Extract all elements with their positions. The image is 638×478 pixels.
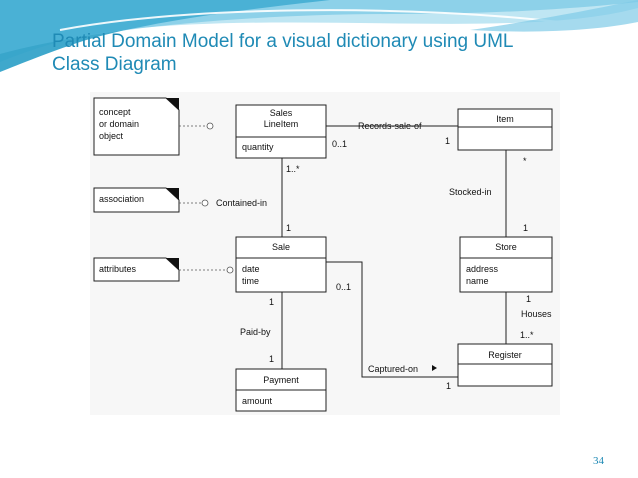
- class-sales-line-item: Sales LineItem quantity: [235, 104, 327, 159]
- class-payment-name: Payment: [263, 375, 299, 385]
- assoc-captured-on-label: Captured-on: [368, 364, 418, 374]
- assoc-contained-in-label: Contained-in: [216, 198, 267, 208]
- slide-number: 34: [593, 455, 604, 467]
- note-attributes-text: attributes: [99, 264, 137, 274]
- note-concept-line-2: or domain: [99, 119, 139, 129]
- class-sale-attr-time: time: [242, 276, 259, 286]
- assoc-paid-by-to-mult: 1: [269, 354, 274, 364]
- class-sales-line-item-name-1: Sales: [270, 108, 293, 118]
- assoc-houses-to-mult: 1..*: [520, 330, 534, 340]
- class-sale: Sale date time: [235, 236, 327, 293]
- class-store-name: Store: [495, 242, 517, 252]
- class-sale-attr-date: date: [242, 264, 260, 274]
- class-sale-name: Sale: [272, 242, 290, 252]
- note-association-text: association: [99, 194, 144, 204]
- class-sales-line-item-attr-quantity: quantity: [242, 142, 274, 152]
- line-captured-on: [326, 261, 458, 378]
- class-register: Register: [457, 343, 553, 387]
- association-lines: [281, 125, 507, 378]
- assoc-captured-on-from-mult: 0..1: [336, 282, 351, 292]
- note-corner-fold: [166, 188, 179, 200]
- slide-title-line-2: Class Diagram: [52, 54, 177, 75]
- assoc-stocked-in-to-mult: 1: [523, 223, 528, 233]
- note-concept-line-3: object: [99, 131, 124, 141]
- assoc-contained-in-to-mult: 1: [286, 223, 291, 233]
- class-store: Store address name: [459, 236, 553, 293]
- assoc-houses-from-mult: 1: [526, 294, 531, 304]
- note-association: association: [93, 187, 180, 213]
- slide-header-waves: [0, 0, 638, 72]
- slide-title: Partial Domain Model for a visual dictio…: [52, 30, 572, 76]
- assoc-stocked-in-from-mult: *: [523, 156, 527, 166]
- header-wave-right: [470, 0, 638, 32]
- assoc-paid-by-from-mult: 1: [269, 297, 274, 307]
- note-corner-fold: [166, 258, 179, 270]
- header-wave-band: [0, 0, 638, 54]
- class-store-attr-name: name: [466, 276, 489, 286]
- assoc-records-sale-of-from-mult: 0..1: [332, 139, 347, 149]
- note-concept-line-1: concept: [99, 107, 131, 117]
- assoc-records-sale-of-to-mult: 1: [445, 136, 450, 146]
- class-store-attr-address: address: [466, 264, 499, 274]
- class-item-name: Item: [496, 114, 514, 124]
- assoc-contained-in-from-mult: 1..*: [286, 164, 300, 174]
- note-attributes-anchor: [226, 266, 234, 274]
- note-attributes: attributes: [93, 257, 180, 282]
- note-connectors: [179, 122, 234, 274]
- class-payment-attr-amount: amount: [242, 396, 273, 406]
- assoc-captured-on-to-mult: 1: [446, 381, 451, 391]
- slide-title-line-1: Partial Domain Model for a visual dictio…: [52, 31, 514, 52]
- class-payment: Payment amount: [235, 368, 327, 412]
- captured-on-direction-arrow-icon: [432, 365, 437, 371]
- class-item: Item: [457, 108, 553, 151]
- class-register-name: Register: [488, 350, 522, 360]
- assoc-houses-label: Houses: [521, 309, 552, 319]
- assoc-stocked-in-label: Stocked-in: [449, 187, 492, 197]
- uml-class-diagram: concept or domain object association att…: [90, 92, 560, 415]
- note-association-anchor: [201, 199, 209, 207]
- note-concept-anchor: [206, 122, 214, 130]
- note-concept: concept or domain object: [93, 97, 180, 156]
- assoc-records-sale-of-label: Records-sale-of: [358, 121, 422, 131]
- note-corner-fold: [166, 98, 179, 110]
- assoc-paid-by-label: Paid-by: [240, 327, 271, 337]
- class-sales-line-item-name-2: LineItem: [264, 119, 299, 129]
